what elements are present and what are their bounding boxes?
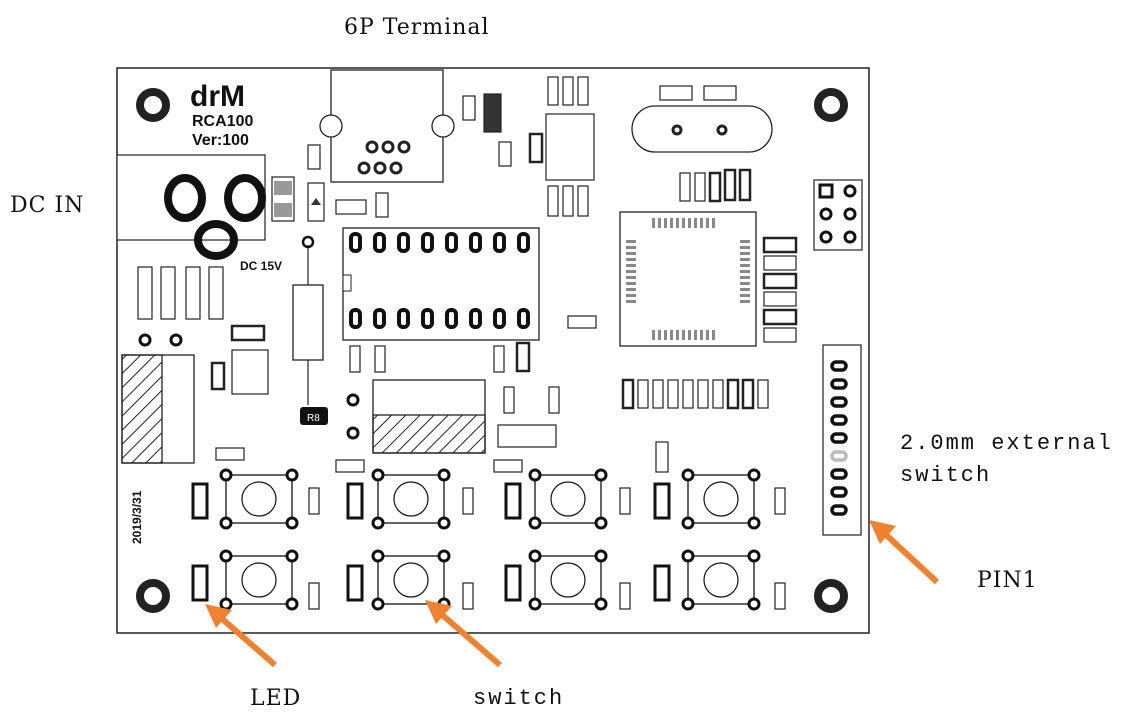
external-switch-connector <box>822 344 862 536</box>
label-switch: switch <box>473 686 565 711</box>
switch-1 <box>219 468 299 530</box>
crystal <box>631 105 773 153</box>
arrow-pin1 <box>869 520 940 585</box>
label-pin1: PIN1 <box>977 568 1038 593</box>
board-brand: drM <box>190 80 245 113</box>
pin-header <box>813 179 863 251</box>
mounting-hole-bottom-left <box>136 579 170 613</box>
switch-2 <box>371 468 451 530</box>
smd-components <box>137 76 798 473</box>
board-outline <box>116 67 870 634</box>
power-rating: DC 15V <box>240 259 282 273</box>
switch-resistors <box>308 487 786 610</box>
mounting-holes <box>136 88 848 613</box>
arrow-switch <box>425 600 502 668</box>
center-block <box>346 379 486 454</box>
mcu-chip <box>619 211 757 347</box>
callout-arrows <box>205 520 940 668</box>
board-version: Ver:100 <box>192 132 249 149</box>
label-6p-terminal: 6P Terminal <box>344 15 490 40</box>
board-date: 2019/3/31 <box>130 490 144 544</box>
relay <box>121 333 195 464</box>
switch-3 <box>528 468 608 530</box>
board-model: RCA100 <box>192 113 253 130</box>
switch-7 <box>528 549 608 611</box>
switch-8 <box>681 549 761 611</box>
switch-6 <box>371 549 451 611</box>
resistor-r8: R8 <box>292 235 328 425</box>
six-pin-terminal <box>319 69 455 183</box>
switch-4 <box>681 468 761 530</box>
mounting-hole-bottom-right <box>814 579 848 613</box>
mounting-hole-top-right <box>814 88 848 122</box>
dip-ic <box>342 227 540 341</box>
label-dc-in: DC IN <box>10 193 85 218</box>
label-external-switch: 2.0mm external switch <box>900 431 1113 488</box>
leds <box>191 482 671 602</box>
tactile-switches <box>219 468 761 611</box>
label-led: LED <box>250 686 302 711</box>
dc-jack <box>116 154 266 260</box>
arrow-led <box>205 604 277 668</box>
svg-text:R8: R8 <box>307 413 320 424</box>
mounting-hole-top-left <box>136 88 170 122</box>
switch-5 <box>219 549 299 611</box>
